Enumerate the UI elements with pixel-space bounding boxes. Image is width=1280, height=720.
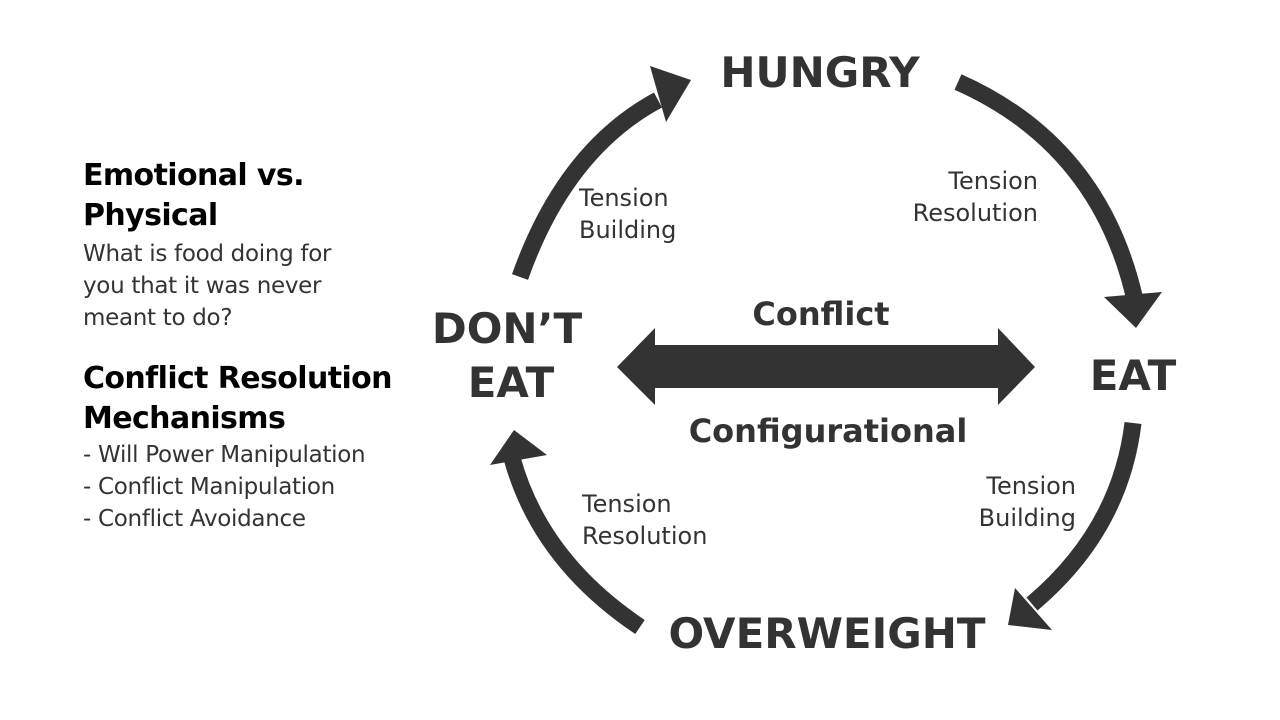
conflict-resolution-heading: Conflict Resolution Mechanisms (83, 359, 443, 439)
node-overweight: OVERWEIGHT (668, 609, 985, 658)
edge-label-overweight-dont-eat-line1: Tension (581, 490, 672, 518)
body-line: meant to do? (83, 305, 233, 331)
edge-label-dont-eat-hungry-line1: Tension (578, 184, 669, 212)
edge-label-eat-overweight-line1: Tension (985, 472, 1076, 500)
heading-line: Conflict Resolution (83, 361, 393, 396)
center-double-arrow (617, 328, 1035, 405)
edge-label-hungry-eat-line1: Tension (947, 167, 1038, 195)
arrowhead-to-eat (1104, 292, 1162, 328)
node-dont-eat-line1: DON’T (432, 304, 583, 353)
edge-label-eat-overweight-line2: Building (979, 504, 1076, 532)
arrowhead-to-overweight (1008, 588, 1052, 630)
arc-dont-eat-to-hungry (511, 92, 663, 280)
heading-line: Mechanisms (83, 401, 286, 436)
list-item: - Conflict Avoidance (83, 506, 306, 532)
center-label-configurational: Configurational (689, 412, 968, 450)
emotional-vs-physical-body: What is food doing for you that it was n… (83, 238, 383, 334)
body-line: you that it was never (83, 273, 322, 299)
arc-eat-to-overweight (1026, 421, 1142, 611)
node-hungry: HUNGRY (720, 48, 920, 97)
mechanisms-list: - Will Power Manipulation - Conflict Man… (83, 439, 443, 535)
conflict-resolution-section: Conflict Resolution Mechanisms - Will Po… (83, 359, 443, 535)
edge-label-overweight-dont-eat-line2: Resolution (582, 522, 707, 550)
node-dont-eat-line2: EAT (468, 358, 555, 407)
body-line: What is food doing for (83, 241, 332, 267)
emotional-vs-physical-heading: Emotional vs. Physical (83, 158, 305, 233)
center-label-conflict: Conflict (752, 295, 889, 333)
arrowhead-to-hungry (650, 66, 691, 122)
list-item: - Will Power Manipulation (83, 442, 366, 468)
edge-label-hungry-eat-line2: Resolution (913, 199, 1038, 227)
node-eat: EAT (1090, 351, 1177, 400)
arrowhead-to-dont-eat (490, 430, 547, 465)
arc-hungry-to-eat (954, 74, 1144, 302)
emotional-vs-physical-section: Emotional vs. Physical What is food doin… (83, 156, 443, 334)
arc-overweight-to-dont-eat (503, 455, 645, 635)
edge-label-dont-eat-hungry-line2: Building (579, 216, 676, 244)
list-item: - Conflict Manipulation (83, 474, 335, 500)
